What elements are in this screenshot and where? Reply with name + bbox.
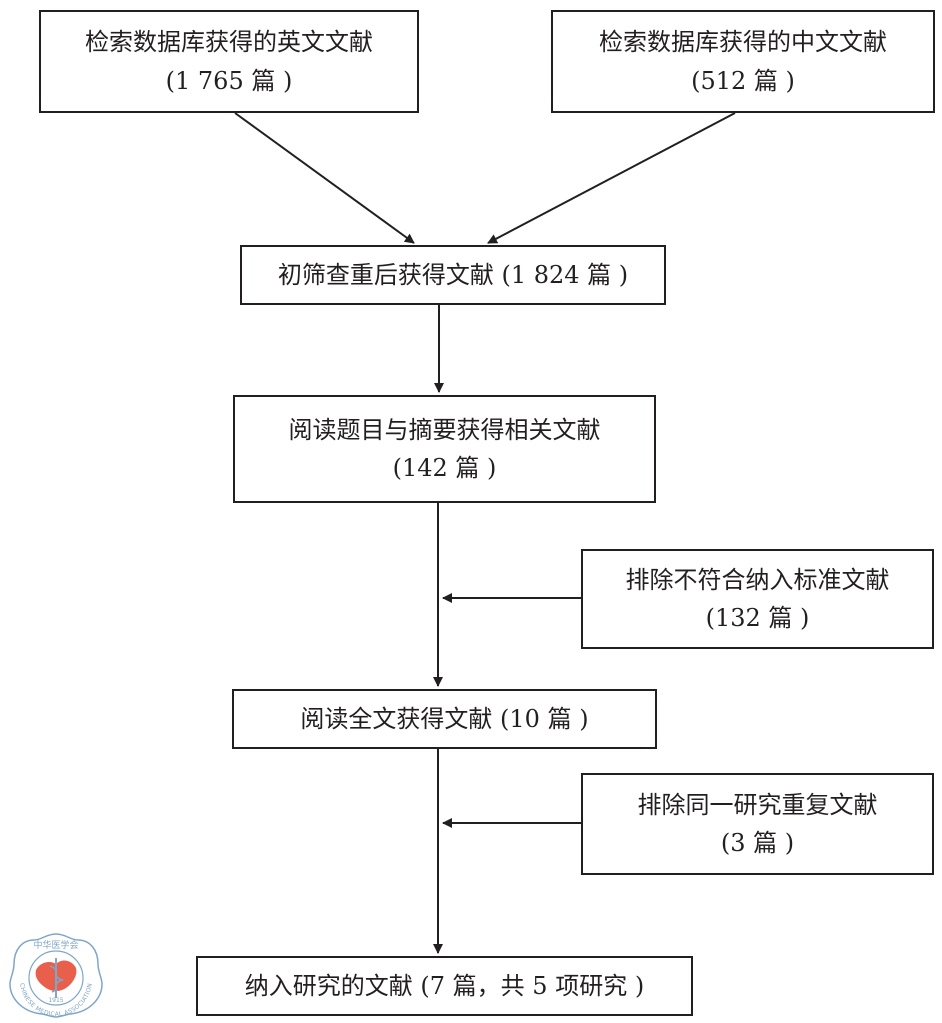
- node-exclude-duplicate-count: (3 篇 ): [720, 829, 795, 857]
- node-fulltext: 阅读全文获得文献 (10 篇 ): [232, 689, 657, 749]
- node-exclude-duplicate-text: 排除同一研究重复文献: [637, 790, 878, 819]
- node-chinese-count: (512 篇 ): [691, 66, 795, 95]
- node-dedup: 初筛查重后获得文献 (1 824 篇 ): [240, 245, 666, 305]
- node-fulltext-text: 阅读全文获得文献 (10 篇 ): [300, 704, 589, 733]
- arrow-chinese-to-dedup: [487, 112, 736, 244]
- node-chinese-literature: 检索数据库获得的中文文献 (512 篇 ): [551, 10, 935, 113]
- node-chinese-text: 检索数据库获得的中文文献: [599, 28, 887, 57]
- node-english-count: (1 765 篇 ): [165, 66, 293, 95]
- node-dedup-text: 初筛查重后获得文献 (1 824 篇 ): [277, 260, 629, 289]
- node-title-abstract-count: (142 篇 ): [392, 454, 497, 482]
- node-included-text: 纳入研究的文献 (7 篇，共 5 项研究 ): [244, 971, 645, 1000]
- arrow-english-to-dedup: [234, 112, 415, 244]
- node-title-abstract: 阅读题目与摘要获得相关文献 (142 篇 ): [233, 395, 656, 503]
- chinese-medical-association-logo: 中华医学会 CHINESE MEDICAL ASSOCIATION 1915: [9, 933, 103, 1018]
- node-exclude-criteria-count: (132 篇 ): [705, 604, 810, 632]
- node-english-text: 检索数据库获得的英文文献: [85, 28, 373, 57]
- node-exclude-duplicate: 排除同一研究重复文献 (3 篇 ): [581, 773, 934, 875]
- logo-year: 1915: [48, 997, 63, 1004]
- logo-top-text: 中华医学会: [33, 939, 78, 951]
- node-exclude-criteria-text: 排除不符合纳入标准文献: [625, 565, 890, 594]
- node-exclude-criteria: 排除不符合纳入标准文献 (132 篇 ): [581, 549, 934, 649]
- node-title-abstract-text: 阅读题目与摘要获得相关文献: [288, 415, 601, 444]
- node-included: 纳入研究的文献 (7 篇，共 5 项研究 ): [196, 956, 693, 1016]
- node-english-literature: 检索数据库获得的英文文献 (1 765 篇 ): [39, 10, 419, 113]
